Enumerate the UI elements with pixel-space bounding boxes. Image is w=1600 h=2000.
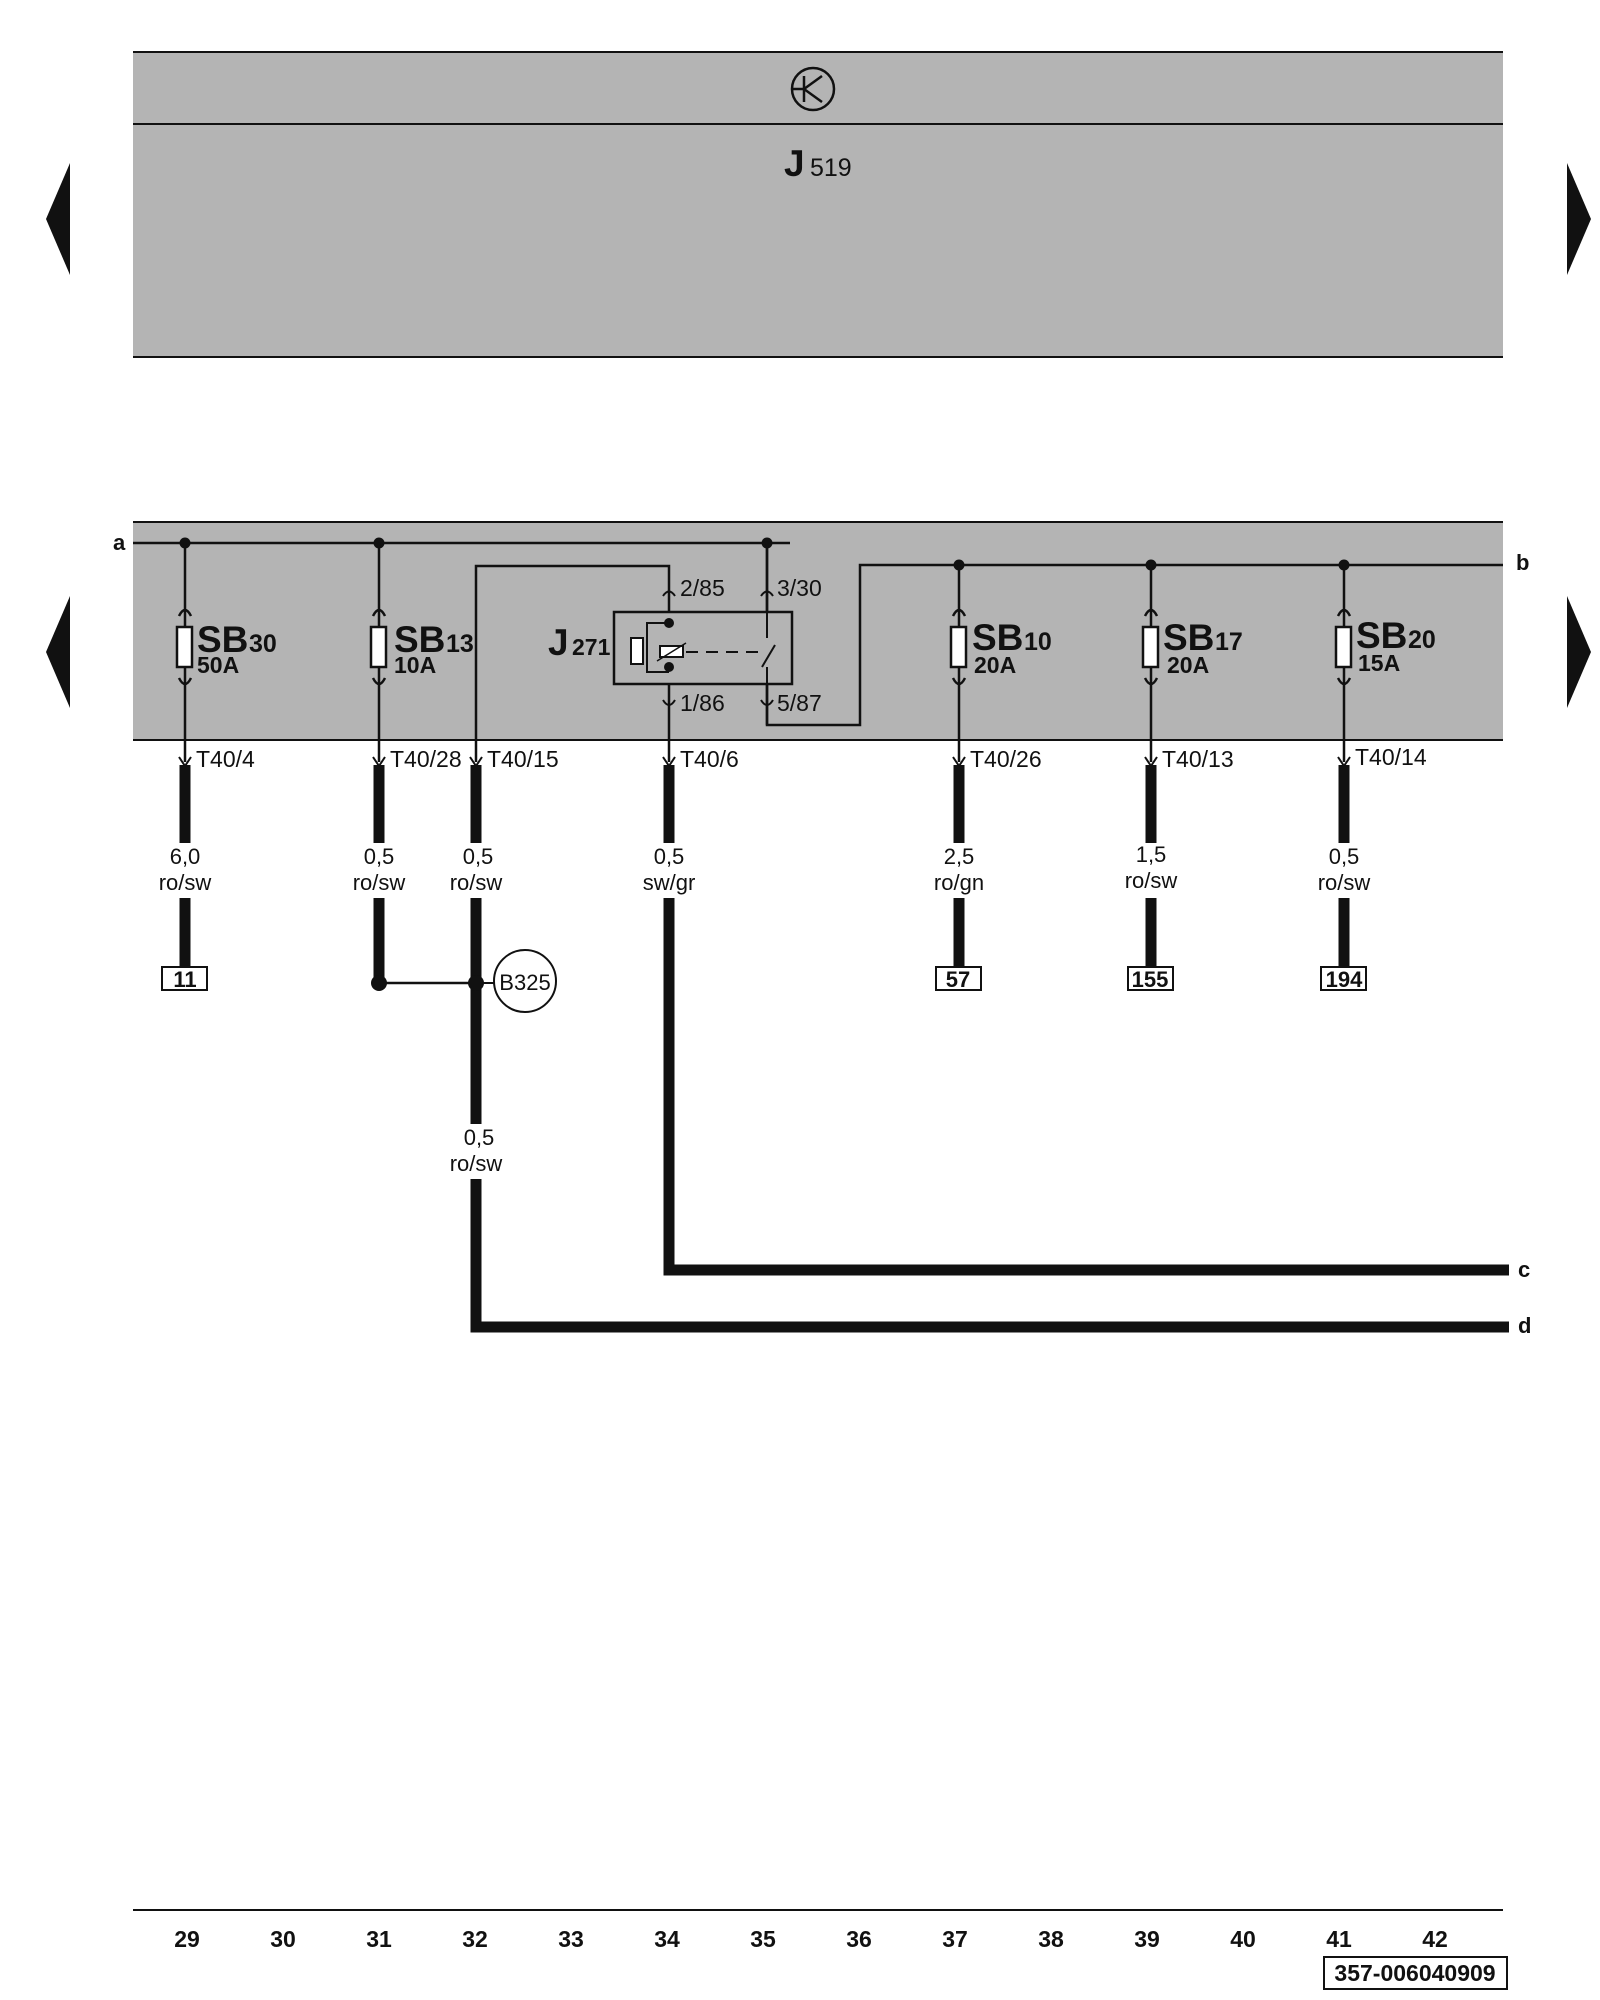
ground-symbol-icon xyxy=(790,66,836,112)
fuse-sb10-name: SB xyxy=(972,617,1023,658)
fuse-sb13-amp: 10A xyxy=(394,652,436,678)
fuse-sb13: SB 13 10A xyxy=(369,543,474,762)
prev-page-arrow-bottom[interactable] xyxy=(46,596,70,708)
splice-label: B325 xyxy=(499,970,550,995)
coordinate-label: 33 xyxy=(558,1926,584,1952)
ref-box-11: 11 xyxy=(161,966,208,992)
coordinate-label: 38 xyxy=(1038,1926,1064,1952)
j519-sub: 519 xyxy=(810,154,852,182)
fuse-sb20-name: SB xyxy=(1356,615,1407,656)
relay-label: J xyxy=(548,622,569,663)
fuse-sb20: SB 20 15A xyxy=(1334,565,1436,762)
wire-gauge: 0,5 xyxy=(654,844,685,869)
lower-wire-color: ro/sw xyxy=(450,1151,503,1176)
fuse-sb17-name: SB xyxy=(1163,617,1214,658)
pin-t40-15: T40/15 xyxy=(487,746,559,772)
coordinate-label: 42 xyxy=(1422,1926,1448,1952)
wire-gauge: 0,5 xyxy=(1329,844,1360,869)
j519-label: J xyxy=(784,143,805,184)
relay-pin-2-85: 2/85 xyxy=(680,575,725,601)
wire-gauge: 0,5 xyxy=(364,844,395,869)
pin-t40-28: T40/28 xyxy=(390,746,462,772)
ref-box-194: 194 xyxy=(1320,966,1367,992)
fuse-sb17: SB 17 20A xyxy=(1141,565,1243,762)
bus-a-label: a xyxy=(113,530,126,555)
svg-text:194: 194 xyxy=(1326,967,1363,992)
coordinate-label: 34 xyxy=(654,1926,680,1952)
fuse-sb13-num: 13 xyxy=(446,630,474,658)
next-page-arrow-bottom[interactable] xyxy=(1567,596,1591,708)
wire-gauge: 0,5 xyxy=(463,844,494,869)
fuse-sb20-num: 20 xyxy=(1408,626,1436,654)
output-c-label: c xyxy=(1518,1257,1530,1282)
fuse-sb10-num: 10 xyxy=(1024,628,1052,656)
fuse-sb30-amp: 50A xyxy=(197,652,239,678)
fuse-sb30: SB 30 50A xyxy=(175,543,277,762)
doc-id: 357-006040909 xyxy=(1334,1960,1495,1986)
wire-color: ro/sw xyxy=(159,870,212,895)
pin-t40-14: T40/14 xyxy=(1355,744,1427,770)
pin-t40-26: T40/26 xyxy=(970,746,1042,772)
pin-t40-13: T40/13 xyxy=(1162,746,1234,772)
svg-text:57: 57 xyxy=(946,967,970,992)
splice-b325: B325 xyxy=(476,949,557,1013)
coordinate-label: 31 xyxy=(366,1926,392,1952)
doc-id-box: 357-006040909 xyxy=(1323,1956,1508,1990)
svg-text:155: 155 xyxy=(1132,967,1169,992)
wire-color: ro/sw xyxy=(353,870,406,895)
pin-t40-4: T40/4 xyxy=(196,746,255,772)
output-d-label: d xyxy=(1518,1313,1531,1338)
coordinate-label: 36 xyxy=(846,1926,872,1952)
coordinate-label: 37 xyxy=(942,1926,968,1952)
splice-junction xyxy=(371,975,387,991)
fuse-sb13-name: SB xyxy=(394,619,445,660)
relay-pin-1-86: 1/86 xyxy=(680,690,725,716)
wires xyxy=(179,765,1509,1333)
wire-color: ro/sw xyxy=(1318,870,1371,895)
coordinate-label: 30 xyxy=(270,1926,296,1952)
bus-b-label: b xyxy=(1516,550,1529,575)
wire-color: ro/sw xyxy=(1125,868,1178,893)
fuse-sb17-num: 17 xyxy=(1215,628,1243,656)
fuse-sb30-name: SB xyxy=(197,619,248,660)
relay-pin-3-30: 3/30 xyxy=(777,575,822,601)
coordinate-label: 32 xyxy=(462,1926,488,1952)
coordinate-label: 39 xyxy=(1134,1926,1160,1952)
wire-color: ro/sw xyxy=(450,870,503,895)
fuse-box xyxy=(133,521,1503,741)
next-page-arrow-top[interactable] xyxy=(1567,163,1591,275)
prev-page-arrow-top[interactable] xyxy=(46,163,70,275)
wire-color: sw/gr xyxy=(643,870,696,895)
wire-gauge: 2,5 xyxy=(944,844,975,869)
pin-t40-6: T40/6 xyxy=(680,746,739,772)
coordinate-label: 40 xyxy=(1230,1926,1256,1952)
svg-text:11: 11 xyxy=(173,967,196,992)
fuse-sb30-num: 30 xyxy=(249,630,277,658)
relay-pin-5-87: 5/87 xyxy=(777,690,822,716)
coordinate-label: 35 xyxy=(750,1926,776,1952)
relay-j271: J 271 2/85 3/30 1/86 5/87 xyxy=(474,543,822,762)
fuse-sb10: SB 10 20A xyxy=(949,565,1052,762)
bus-a: a xyxy=(113,530,790,555)
fuse-sb20-amp: 15A xyxy=(1358,650,1400,676)
control-unit-j519: J 519 xyxy=(133,51,1503,358)
fuse-sb10-amp: 20A xyxy=(974,652,1016,678)
wire-gauge: 6,0 xyxy=(170,844,201,869)
fuse-sb17-amp: 20A xyxy=(1167,652,1209,678)
wire-color: ro/gn xyxy=(934,870,984,895)
relay-sub: 271 xyxy=(572,634,611,660)
wire-gauge: 1,5 xyxy=(1136,842,1167,867)
coordinate-label: 41 xyxy=(1326,1926,1352,1952)
ref-box-155: 155 xyxy=(1127,966,1174,992)
coordinate-label: 29 xyxy=(174,1926,200,1952)
ref-box-57: 57 xyxy=(935,966,982,992)
coordinate-row: 29 30 31 32 33 34 35 36 37 38 39 40 41 42 xyxy=(174,1926,1448,1952)
lower-wire-gauge: 0,5 xyxy=(464,1125,495,1150)
